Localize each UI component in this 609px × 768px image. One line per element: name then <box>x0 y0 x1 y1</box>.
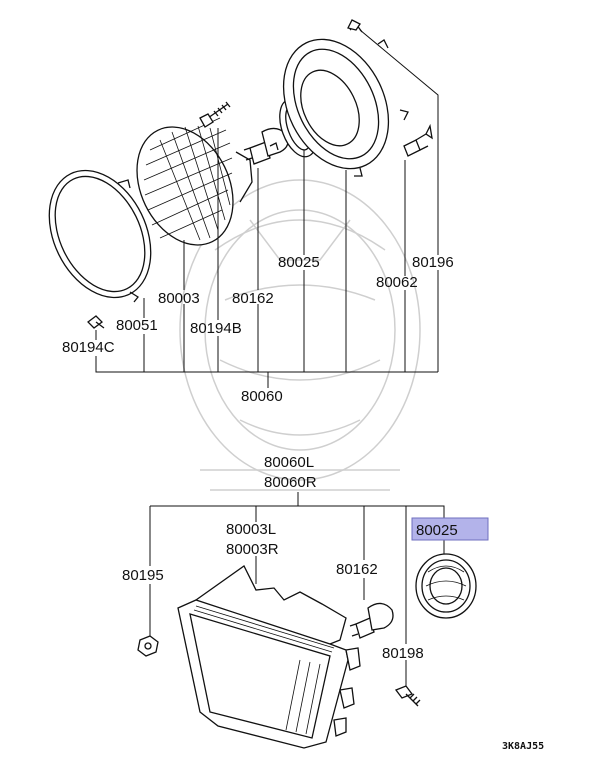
callout-80060: 80060 <box>241 388 283 405</box>
headlamp-unit <box>177 565 361 749</box>
callout-80194B: 80194B <box>190 320 242 337</box>
watermark-emblem <box>179 179 421 491</box>
callout-80060R: 80060R <box>264 474 317 491</box>
callout-80003L: 80003L <box>226 521 276 538</box>
bulb-80162-top <box>243 127 289 165</box>
diagram-code: 3K8AJ55 <box>502 741 544 752</box>
dust-cover-80025 <box>415 553 477 619</box>
screw-80194B <box>199 101 231 128</box>
top-leader-lines <box>95 29 439 388</box>
bottom-leader-lines <box>149 492 445 686</box>
nut-80195 <box>137 635 159 657</box>
callout-80003R: 80003R <box>226 541 279 558</box>
callout-80195: 80195 <box>122 567 164 584</box>
callout-80051: 80051 <box>116 317 158 334</box>
callout-80025-top: 80025 <box>278 254 320 271</box>
screw-80198 <box>394 685 421 707</box>
callout-80198: 80198 <box>382 645 424 662</box>
callout-80062: 80062 <box>376 274 418 291</box>
bezel-ring <box>48 169 152 303</box>
callout-80003: 80003 <box>158 290 200 307</box>
adjuster-80062 <box>403 123 433 157</box>
callout-80060L: 80060L <box>264 454 314 471</box>
callout-80162-bottom: 80162 <box>336 561 378 578</box>
callout-80025-highlight[interactable]: 80025 <box>416 522 458 539</box>
highlight-box-80025 <box>411 517 489 541</box>
callout-80196: 80196 <box>412 254 454 271</box>
sealed-beam-lamp <box>136 117 253 246</box>
callout-80162-top: 80162 <box>232 290 274 307</box>
bulb-80162-bottom <box>349 602 394 639</box>
headlamp-bucket <box>282 19 409 177</box>
screw-80194C <box>87 315 105 329</box>
callout-80194C: 80194C <box>62 339 115 356</box>
